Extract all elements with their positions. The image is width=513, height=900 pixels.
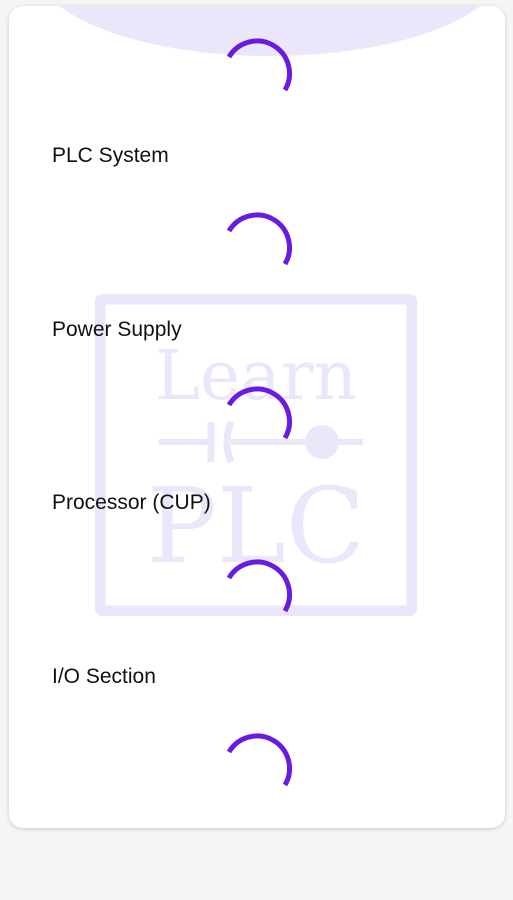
circular-progress-icon [226, 386, 292, 440]
watermark-plc-text: PLC [147, 465, 366, 587]
circular-progress-icon [226, 559, 292, 613]
circular-progress-icon [226, 212, 292, 266]
topic-item-io-section[interactable]: I/O Section [52, 665, 156, 688]
watermark-learn-text: Learn [155, 337, 357, 416]
topic-item-plc-system[interactable]: PLC System [52, 144, 169, 167]
topic-item-power-supply[interactable]: Power Supply [52, 318, 182, 341]
circular-progress-icon [226, 38, 292, 92]
topic-item-processor[interactable]: Processor (CUP) [52, 491, 211, 514]
learn-plc-watermark-logo: Learn PLC [95, 294, 417, 616]
circular-progress-icon [226, 733, 292, 787]
topics-card: Learn PLC PLC System Power Supply Proces… [9, 6, 505, 828]
